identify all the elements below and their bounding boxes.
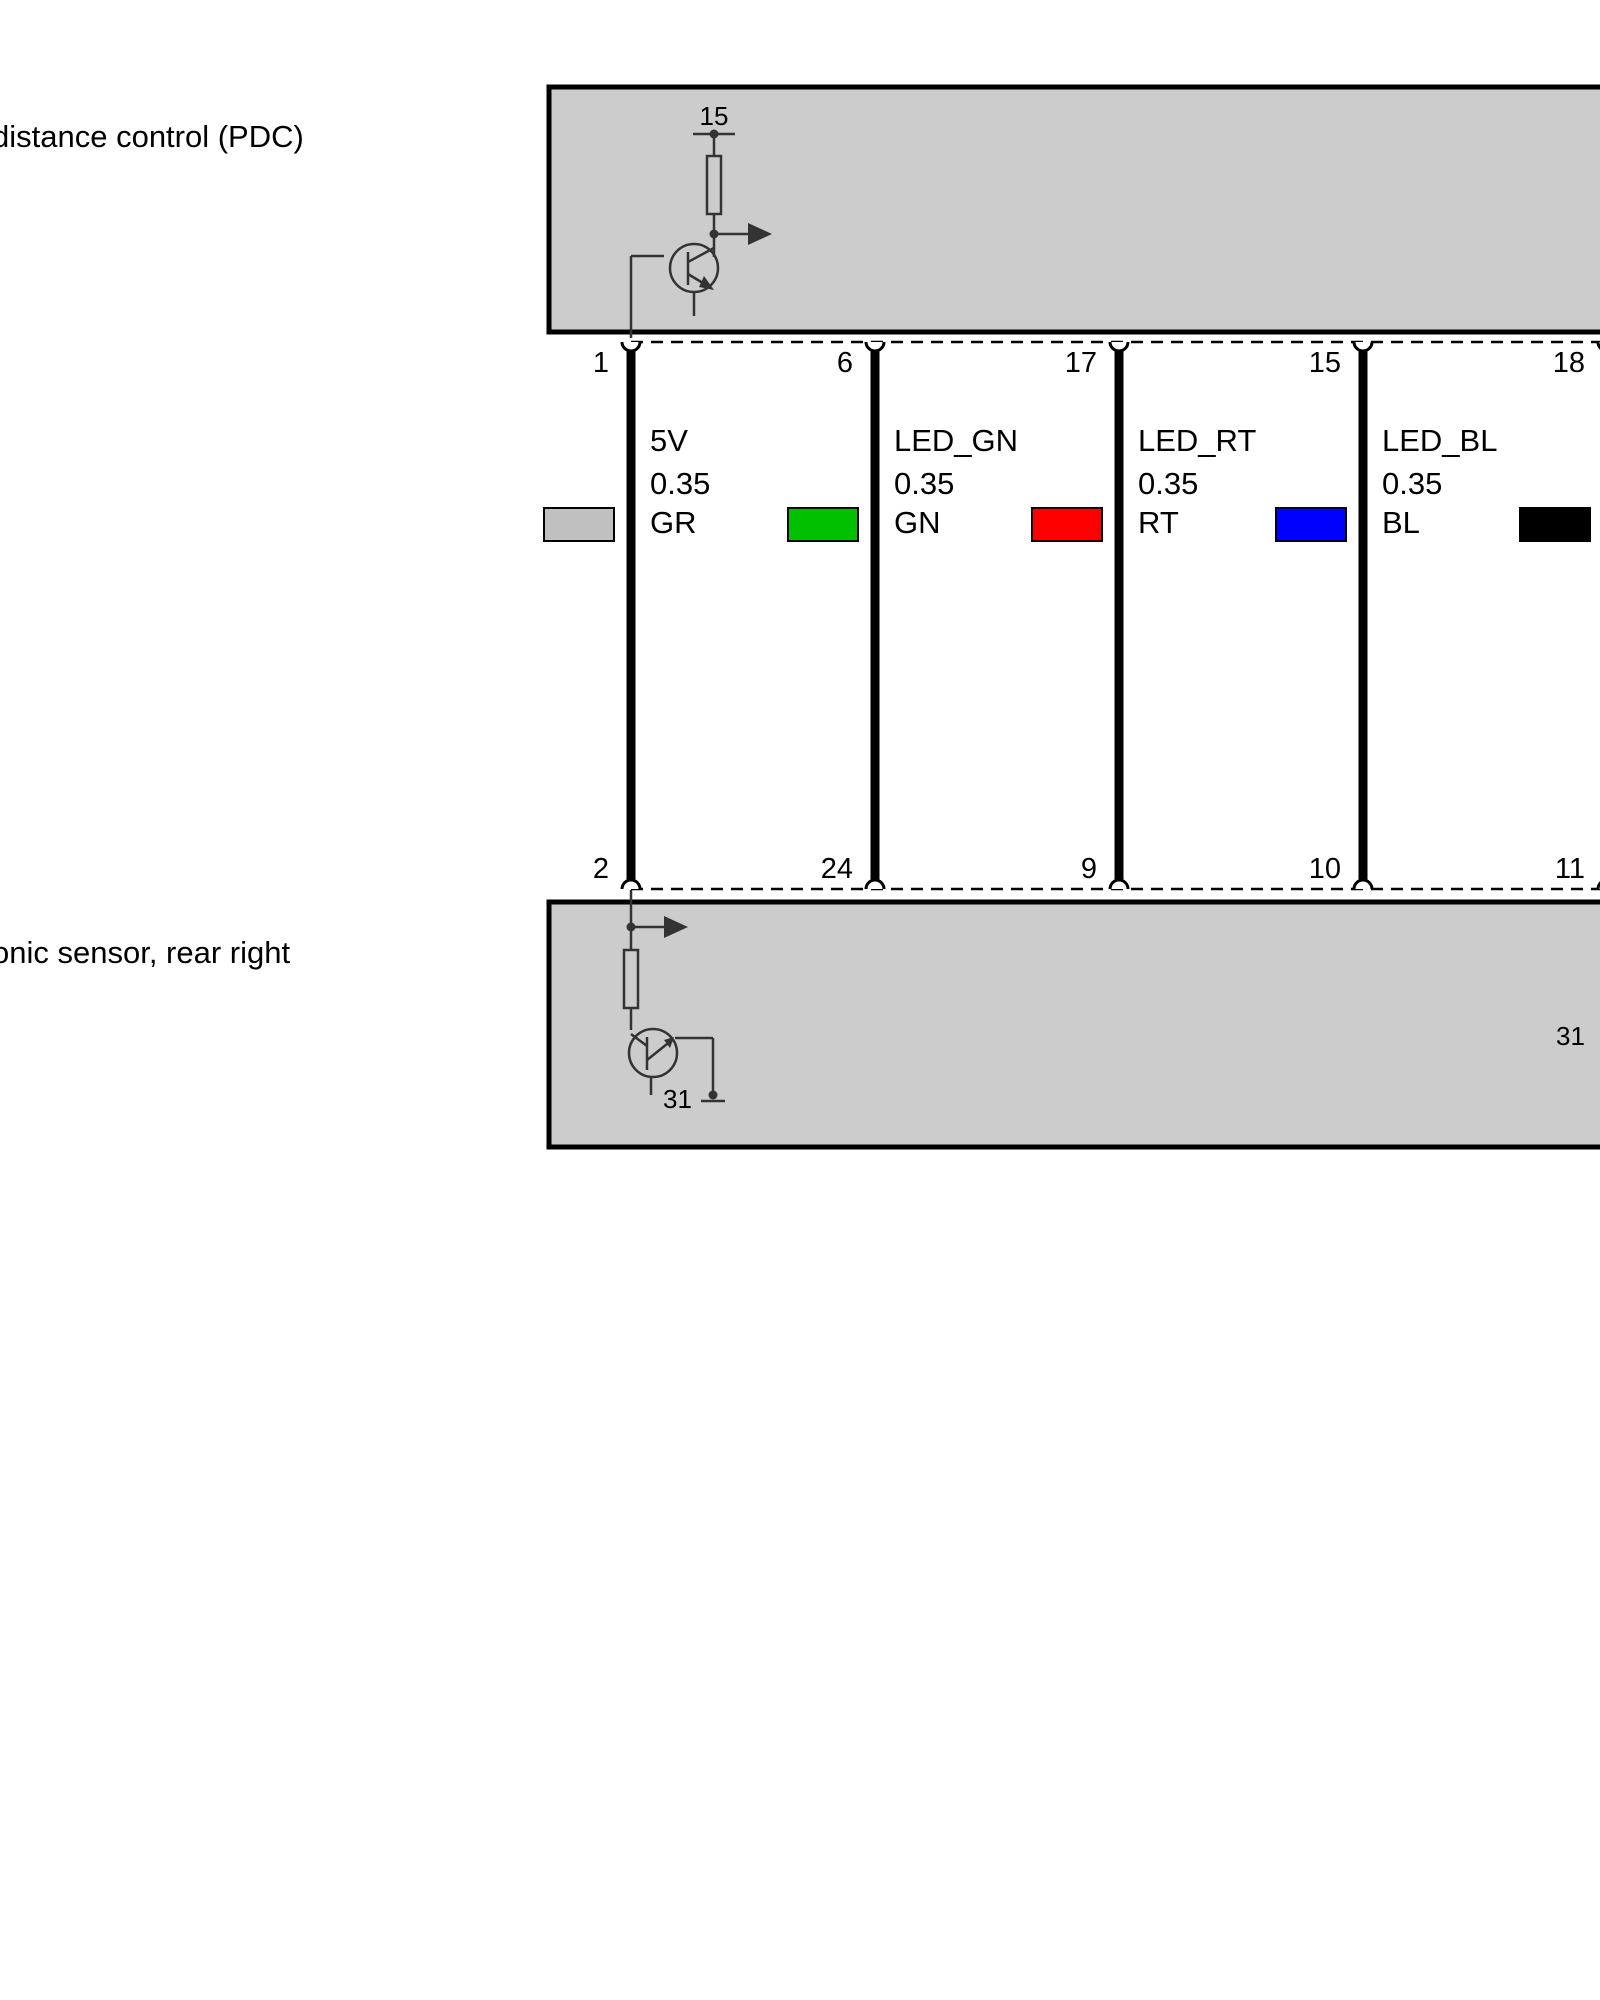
wire-signal-name: LED_GN: [894, 423, 1018, 458]
wire-color-code: GN: [894, 505, 941, 540]
top-pin-number: 18: [1553, 347, 1585, 379]
output-arrow-icon: [748, 223, 772, 245]
sensor-transistor-icon: [627, 1027, 679, 1079]
top-pin-contact: [620, 341, 642, 353]
wire-gauge: 0.35: [1138, 466, 1198, 501]
top-component-label: distance control (PDC): [0, 119, 304, 154]
bottom-pin-contact: [864, 878, 886, 890]
bottom-pin-number: 2: [593, 853, 609, 885]
wire-color-swatch: [787, 507, 859, 542]
ultrasonic-sensor-box: [546, 899, 1600, 1150]
bottom-pin-contact: [1108, 878, 1130, 890]
bottom-pin-number: 9: [1081, 853, 1097, 885]
top-pin-contact: [864, 341, 886, 353]
wire-color-swatch: [1275, 507, 1347, 542]
bottom-pin-number: 11: [1555, 853, 1585, 885]
ground-junction-dot: [708, 1090, 718, 1100]
top-pin-contact: [1108, 341, 1130, 353]
top-pin-number: 17: [1065, 347, 1097, 379]
sensor-input-circuit: 31 31: [622, 890, 1585, 1114]
wire-color-swatch: [1031, 507, 1103, 542]
wire-gauge: 0.35: [1382, 466, 1442, 501]
supply-terminal-label: 15: [700, 101, 729, 131]
bottom-pin-number: 10: [1309, 853, 1341, 885]
top-pin-number: 6: [837, 347, 853, 379]
wire-color-code: GR: [650, 505, 697, 540]
bottom-pin-number: 24: [821, 853, 853, 885]
wire-signal-name: 5V: [650, 423, 688, 458]
wire-signal-name: LED_RT: [1138, 423, 1256, 458]
top-pin-number: 15: [1309, 347, 1341, 379]
pdc-control-unit-box: [546, 84, 1600, 335]
ground-terminal-label-right: 31: [1556, 1021, 1585, 1051]
pdc-output-circuit: 15: [629, 101, 772, 338]
wire-gauge: 0.35: [894, 466, 954, 501]
wire-signal-name: LED_BL: [1382, 423, 1497, 458]
ground-terminal-label: 31: [663, 1084, 692, 1114]
wire-color-code: RT: [1138, 505, 1179, 540]
input-arrow-icon: [664, 916, 688, 938]
wire-gauge: 0.35: [650, 466, 710, 501]
bottom-pin-contact: [620, 878, 642, 890]
wire-color-swatch: [543, 507, 615, 542]
top-pin-contact: [1352, 341, 1374, 353]
bottom-pin-contact: [1352, 878, 1374, 890]
wire-color-code: BL: [1382, 505, 1420, 540]
wire-color-swatch: [1519, 507, 1591, 542]
bottom-component-label: onic sensor, rear right: [0, 935, 290, 970]
top-pin-number: 1: [593, 347, 609, 379]
